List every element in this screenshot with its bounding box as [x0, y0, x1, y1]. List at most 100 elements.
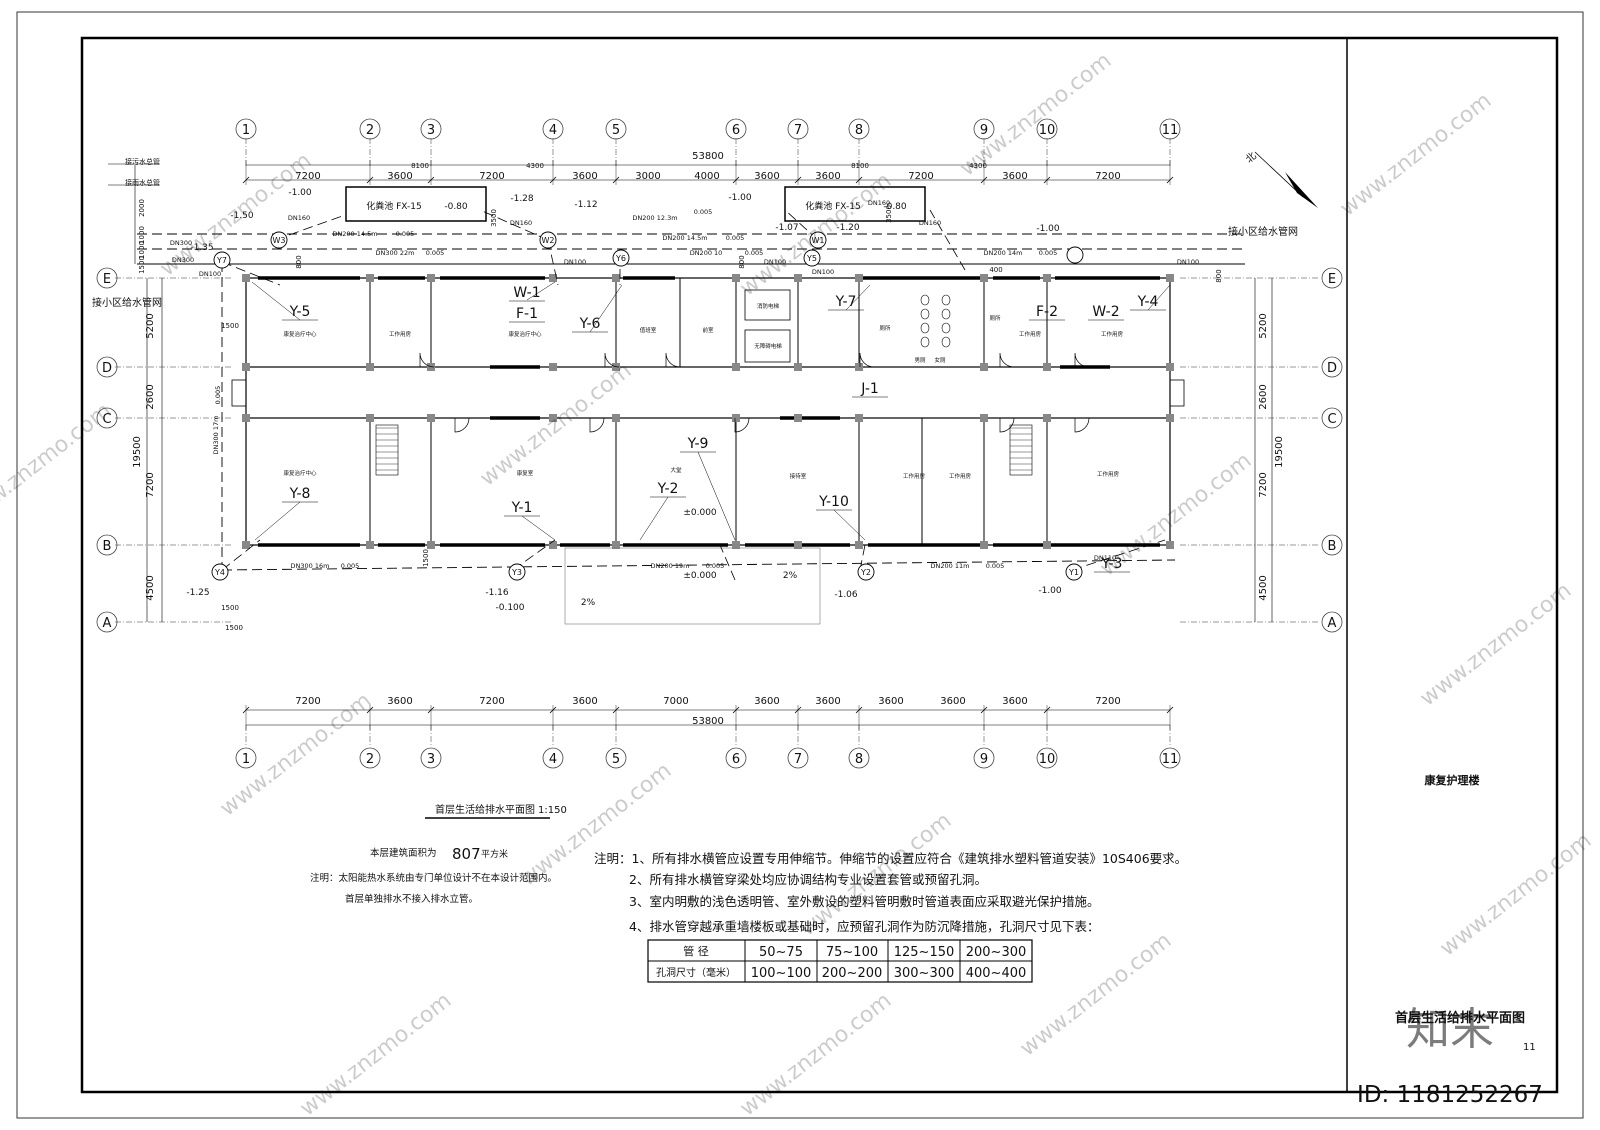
riser-label: Y-3 — [1101, 556, 1123, 572]
left-note-2: 首层单独排水不接入排水立管。 — [345, 893, 478, 905]
column — [549, 274, 557, 282]
grid-bubble-5 — [605, 747, 627, 769]
column — [366, 363, 374, 371]
column — [1043, 414, 1051, 422]
dim-value: 7200 — [908, 171, 933, 182]
grid-label: 3 — [427, 752, 435, 767]
grid-bubble-B — [1321, 534, 1343, 556]
column — [794, 414, 802, 422]
pipe-note: 0.005 — [694, 208, 713, 216]
grid-label: 2 — [366, 752, 374, 767]
elevation-mark: -1.35 — [190, 243, 213, 253]
riser-leader — [1147, 284, 1171, 311]
stair — [375, 424, 399, 476]
column — [1166, 414, 1174, 422]
column — [612, 414, 620, 422]
room-label: 工作用房 — [1101, 330, 1124, 338]
door-swing — [665, 352, 681, 368]
watermark-text: www.znzmo.com — [476, 358, 637, 491]
dim-value: 3600 — [815, 171, 840, 182]
dim-value: 8100 — [411, 162, 429, 170]
door-swing — [999, 352, 1015, 368]
dim-value: 7200 — [1095, 171, 1120, 182]
room-label: 接待室 — [790, 472, 807, 480]
dim-value: 3600 — [387, 171, 412, 182]
dim-value: 5200 — [145, 313, 156, 338]
dim-value: 1500 — [221, 604, 239, 612]
column — [612, 541, 620, 549]
septic-tank-elev: -0.80 — [883, 202, 907, 212]
elevation-mark: -1.06 — [834, 590, 858, 600]
dim-value: 1000 — [138, 226, 146, 244]
dim-value: 1000 — [138, 241, 146, 259]
pipe-note: DN200 19m — [651, 562, 690, 570]
manhole-label: Y6 — [615, 254, 626, 263]
grid-label: 10 — [1039, 123, 1056, 138]
grid-bubble-D — [1321, 356, 1343, 378]
toilet-fixture — [920, 336, 930, 348]
grid-label: 4 — [549, 123, 557, 138]
dim-value: 3500 — [885, 205, 893, 223]
riser-leader — [521, 515, 556, 541]
room-label: 厕所 — [989, 314, 1001, 322]
pipe-note: DN110 — [1094, 554, 1116, 562]
supply-label-east: 接小区给水管网 — [1228, 225, 1298, 238]
elevation-mark: -1.28 — [510, 194, 534, 204]
grid-bubble-C — [1321, 407, 1343, 429]
dim-value: 7200 — [479, 696, 504, 707]
design-note-3: 3、室内明敷的浅色透明管、室外敷设的塑料管明敷时管道表面应采取避光保护措施。 — [629, 894, 1099, 909]
riser-label: Y-2 — [657, 481, 679, 497]
riser-leader — [833, 509, 866, 541]
riser-label: Y-1 — [511, 500, 533, 516]
dim-value: 3600 — [572, 696, 597, 707]
pipe-note: DN200 14.5m — [332, 230, 377, 238]
column — [427, 414, 435, 422]
toilet-fixture — [941, 308, 951, 320]
door-swing — [454, 417, 470, 433]
column — [1043, 274, 1051, 282]
grid-bubble-10 — [1036, 118, 1058, 140]
column — [732, 363, 740, 371]
grid-bubble-B — [96, 534, 118, 556]
pipe-note: DN100 — [764, 258, 786, 266]
room-label: 康复治疗中心 — [283, 469, 317, 477]
watermark-text: www.znzmo.com — [296, 988, 457, 1121]
grid-bubble-8 — [848, 118, 870, 140]
table-row-label: 孔洞尺寸（毫米） — [656, 966, 736, 979]
pipe-note: 0.005 — [726, 234, 745, 242]
dim-value: 1500 — [225, 624, 243, 632]
riser-label: F-1 — [516, 306, 538, 322]
grid-label: 6 — [732, 123, 740, 138]
toilet-fixture — [920, 294, 930, 306]
grid-bubble-1 — [235, 747, 257, 769]
table-head-cell: 125~150 — [894, 945, 955, 960]
grid-bubble-A — [1321, 611, 1343, 633]
pipe-note: DN200 10 — [690, 249, 723, 257]
dim-value: 3600 — [754, 696, 779, 707]
grid-label: 4 — [549, 752, 557, 767]
grid-bubble-3 — [420, 118, 442, 140]
grid-bubble-A — [96, 611, 118, 633]
dim-value: 1500 — [422, 549, 430, 567]
dim-value: 3600 — [940, 696, 965, 707]
grid-bubble-C — [96, 407, 118, 429]
drawing-name: 首层生活给排水平面图 — [1395, 1010, 1525, 1026]
column — [549, 363, 557, 371]
grid-label: 2 — [366, 123, 374, 138]
column — [855, 541, 863, 549]
grid-bubble-1 — [235, 118, 257, 140]
slope-label: 2% — [783, 571, 798, 581]
design-note-2: 2、所有排水横管穿梁处均应协调结构专业设置套管或预留孔洞。 — [629, 872, 987, 887]
dim-value: 4300 — [526, 162, 544, 170]
dim-value: 4500 — [1258, 575, 1269, 600]
column — [1043, 363, 1051, 371]
watermark-text: www.znzmo.com — [956, 48, 1117, 181]
grid-label: B — [1328, 539, 1337, 554]
dim-value: 3600 — [387, 696, 412, 707]
table-row-cell: 300~300 — [894, 966, 955, 981]
entrance-door — [1169, 379, 1185, 407]
dim-value: 3600 — [878, 696, 903, 707]
project-name: 康复护理楼 — [1425, 773, 1480, 787]
toilet-fixture — [920, 322, 930, 334]
